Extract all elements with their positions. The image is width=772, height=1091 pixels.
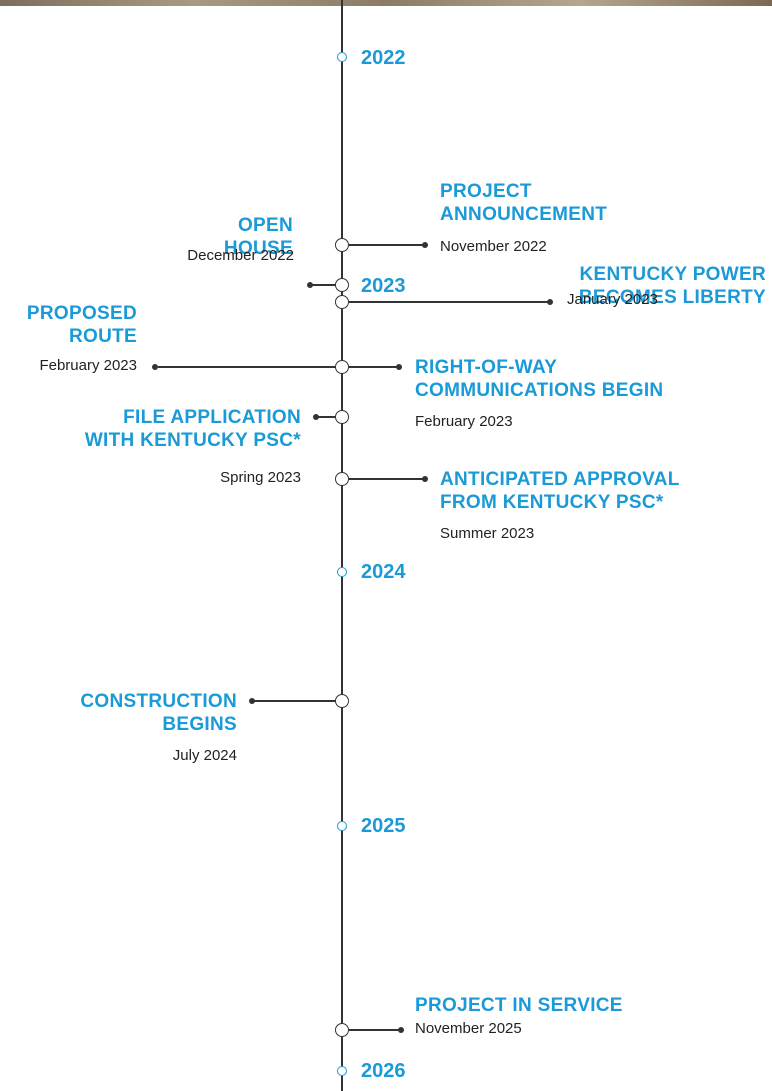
event-date-kentucky-power-liberty: January 2023 bbox=[567, 291, 658, 308]
event-date-proposed-route: February 2023 bbox=[39, 357, 137, 374]
event-title-proposed-route: PROPOSED ROUTE bbox=[26, 303, 137, 347]
year-label-2025: 2025 bbox=[361, 815, 406, 837]
year-node-2024 bbox=[337, 567, 347, 577]
year-label-2023: 2023 bbox=[361, 275, 406, 297]
event-date-construction-begins: July 2024 bbox=[172, 747, 237, 764]
connector-kentucky-power-liberty bbox=[349, 301, 549, 303]
event-node-open-house bbox=[335, 278, 349, 292]
event-date-file-application: Spring 2023 bbox=[220, 469, 301, 486]
year-label-2024: 2024 bbox=[361, 561, 406, 583]
connector-project-announcement bbox=[349, 244, 425, 246]
event-date-open-house: December 2022 bbox=[187, 247, 294, 264]
top-image-band bbox=[0, 0, 772, 6]
event-node-construction-begins bbox=[335, 694, 349, 708]
year-node-2026 bbox=[337, 1066, 347, 1076]
event-date-project-in-service: November 2025 bbox=[415, 1020, 522, 1037]
connector-open-house bbox=[311, 284, 336, 286]
event-date-project-announcement: November 2022 bbox=[440, 238, 547, 255]
connector-proposed-route bbox=[158, 366, 336, 368]
event-node-project-announcement bbox=[335, 238, 349, 252]
connector-dot-right-of-way bbox=[396, 364, 402, 370]
year-label-2022: 2022 bbox=[361, 47, 406, 69]
connector-dot-proposed-route bbox=[152, 364, 158, 370]
event-node-file-application bbox=[335, 410, 349, 424]
timeline-spine bbox=[341, 0, 343, 1091]
event-node-project-in-service bbox=[335, 1023, 349, 1037]
event-title-project-announcement: PROJECT ANNOUNCEMENT bbox=[440, 181, 608, 225]
connector-dot-construction-begins bbox=[249, 698, 255, 704]
event-node-kentucky-power-liberty bbox=[335, 295, 349, 309]
connector-dot-project-announcement bbox=[422, 242, 428, 248]
year-node-2025 bbox=[337, 821, 347, 831]
connector-anticipated-approval bbox=[349, 478, 425, 480]
connector-dot-kentucky-power-liberty bbox=[547, 299, 553, 305]
connector-dot-project-in-service bbox=[398, 1027, 404, 1033]
event-title-project-in-service: PROJECT IN SERVICE bbox=[415, 995, 623, 1016]
event-date-right-of-way: February 2023 bbox=[415, 413, 513, 430]
connector-project-in-service bbox=[349, 1029, 401, 1031]
event-title-kentucky-power-liberty: KENTUCKY POWER BECOMES LIBERTY bbox=[578, 264, 766, 308]
event-title-file-application: FILE APPLICATION WITH KENTUCKY PSC* bbox=[84, 407, 301, 451]
event-node-anticipated-approval bbox=[335, 472, 349, 486]
connector-construction-begins bbox=[253, 700, 336, 702]
connector-dot-open-house bbox=[307, 282, 313, 288]
connector-file-application bbox=[317, 416, 336, 418]
event-title-open-house: OPEN HOUSE bbox=[223, 215, 293, 259]
year-node-2022 bbox=[337, 52, 347, 62]
event-title-anticipated-approval: ANTICIPATED APPROVAL FROM KENTUCKY PSC* bbox=[440, 469, 680, 513]
connector-dot-file-application bbox=[313, 414, 319, 420]
connector-right-of-way bbox=[349, 366, 399, 368]
event-node-proposed-route bbox=[335, 360, 349, 374]
connector-dot-anticipated-approval bbox=[422, 476, 428, 482]
year-label-2026: 2026 bbox=[361, 1060, 406, 1082]
event-title-construction-begins: CONSTRUCTION BEGINS bbox=[80, 691, 237, 735]
event-title-right-of-way: RIGHT-OF-WAY COMMUNICATIONS BEGIN bbox=[415, 357, 664, 401]
event-date-anticipated-approval: Summer 2023 bbox=[440, 525, 535, 542]
